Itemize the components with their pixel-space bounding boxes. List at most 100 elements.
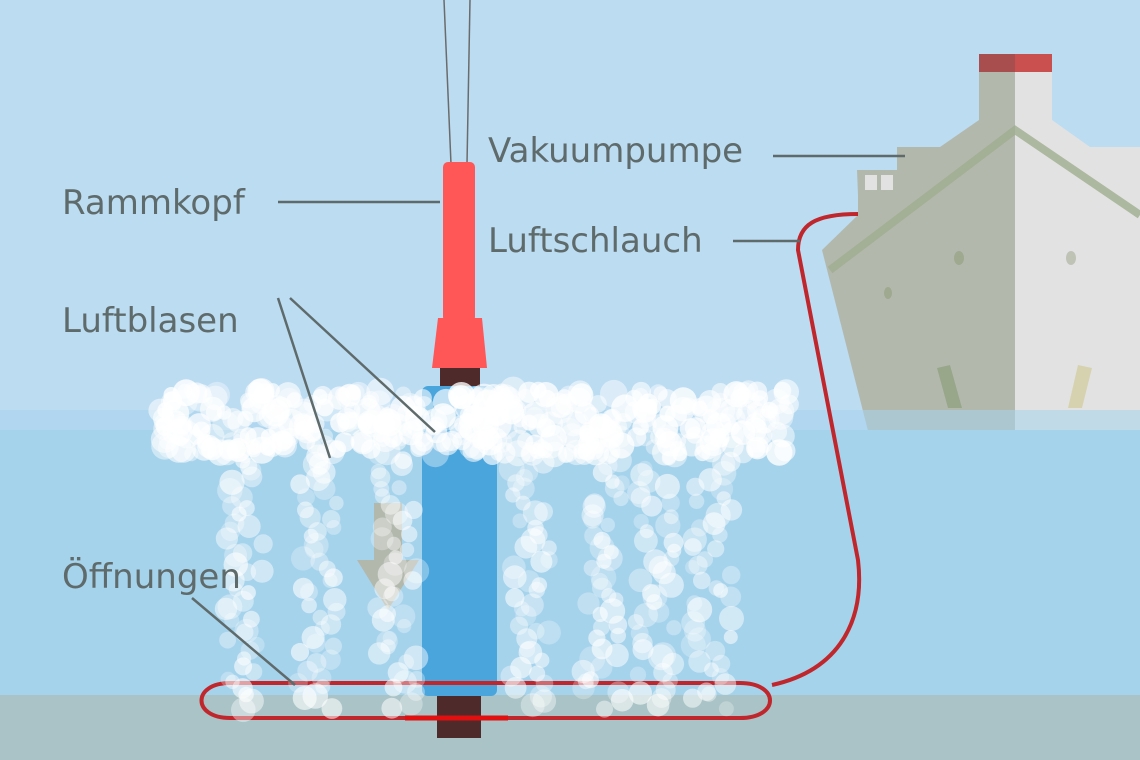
air-bubble — [747, 381, 768, 402]
air-bubble — [300, 583, 318, 601]
air-bubble — [646, 693, 670, 717]
ship-hull-left — [822, 72, 1015, 478]
air-bubble — [773, 381, 792, 400]
air-bubble — [535, 674, 554, 693]
air-bubble — [579, 646, 606, 672]
air-bubble — [633, 603, 659, 628]
air-bubble — [514, 535, 538, 559]
air-bubble — [653, 386, 668, 401]
air-bubble — [662, 673, 678, 689]
air-bubble — [590, 564, 617, 591]
air-bubble — [581, 504, 604, 527]
air-bubble — [684, 619, 706, 642]
air-bubble — [515, 605, 537, 627]
air-bubble — [687, 597, 713, 623]
air-bubble — [520, 593, 544, 617]
air-bubble — [577, 592, 600, 615]
air-bubble — [391, 604, 416, 629]
air-bubble — [761, 401, 778, 419]
air-bubble — [386, 536, 401, 551]
air-bubble — [685, 560, 700, 575]
air-bubble — [215, 527, 238, 550]
air-bubble — [291, 546, 316, 571]
air-bubble — [724, 420, 740, 436]
air-bubble — [514, 601, 530, 617]
air-bubble — [651, 414, 667, 430]
air-bubble — [507, 474, 525, 492]
air-bubble — [528, 581, 545, 599]
air-bubble — [632, 639, 654, 661]
air-bubble — [596, 553, 612, 569]
air-bubble — [679, 432, 704, 457]
air-bubble — [720, 586, 742, 608]
air-bubble — [236, 623, 254, 641]
air-bubble — [699, 428, 728, 457]
air-bubble — [596, 700, 613, 718]
air-bubble — [579, 428, 595, 444]
air-bubble — [373, 481, 390, 497]
air-bubble — [234, 657, 253, 676]
air-bubble — [590, 656, 613, 679]
air-bubble — [637, 469, 661, 493]
air-bubble — [605, 474, 620, 489]
air-bubble — [297, 660, 319, 682]
air-bubble — [450, 387, 469, 406]
air-bubble — [710, 477, 734, 501]
air-bubble — [357, 413, 379, 435]
air-bubble — [696, 551, 713, 568]
air-bubble — [381, 697, 403, 719]
label-air-bubbles: Luftblasen — [62, 301, 239, 341]
air-bubble — [383, 552, 407, 576]
air-bubble — [187, 386, 213, 412]
air-bubble — [555, 393, 577, 416]
air-bubble — [592, 577, 613, 599]
air-bubble — [641, 495, 663, 517]
air-bubble — [534, 652, 550, 668]
air-bubble — [322, 509, 341, 529]
air-bubble — [392, 510, 413, 531]
air-bubble — [614, 475, 630, 491]
air-bubble — [221, 432, 244, 454]
air-bubble — [177, 383, 193, 399]
air-bubble — [241, 460, 262, 481]
funnel-top-right — [1015, 54, 1052, 72]
air-bubble — [303, 532, 329, 558]
air-bubble — [584, 493, 605, 514]
air-bubble — [304, 540, 324, 559]
air-bubble — [655, 512, 681, 539]
air-bubble — [604, 478, 625, 498]
air-bubble — [557, 447, 574, 463]
bridge-window — [865, 175, 877, 190]
air-bubble — [241, 397, 267, 423]
air-bubble — [368, 390, 391, 413]
water — [0, 430, 1140, 700]
air-bubble — [376, 630, 398, 653]
air-bubble — [504, 676, 527, 699]
air-bubble — [383, 586, 404, 607]
air-bubble — [691, 519, 709, 537]
ship-deck-line — [827, 125, 1140, 274]
air-bubble — [312, 609, 328, 626]
air-bubble — [650, 428, 667, 446]
air-bubble — [397, 618, 412, 634]
air-bubble — [652, 439, 679, 466]
air-bubble — [522, 500, 548, 526]
air-bubble — [214, 597, 238, 621]
air-bubble — [370, 463, 387, 480]
hawse-pipe — [937, 365, 962, 408]
air-bubble — [648, 644, 674, 671]
air-bubble — [627, 614, 644, 630]
air-bubble — [520, 693, 545, 718]
air-bubble — [693, 571, 711, 590]
air-bubble — [531, 577, 548, 593]
air-bubble — [582, 494, 606, 518]
air-bubble — [361, 439, 381, 459]
air-bubble — [692, 395, 721, 424]
air-bubble — [399, 692, 423, 716]
air-bubble — [688, 650, 711, 673]
air-bubble — [525, 406, 545, 426]
air-bubble — [610, 627, 626, 644]
air-bubble — [320, 614, 342, 635]
air-bubble — [303, 528, 319, 544]
